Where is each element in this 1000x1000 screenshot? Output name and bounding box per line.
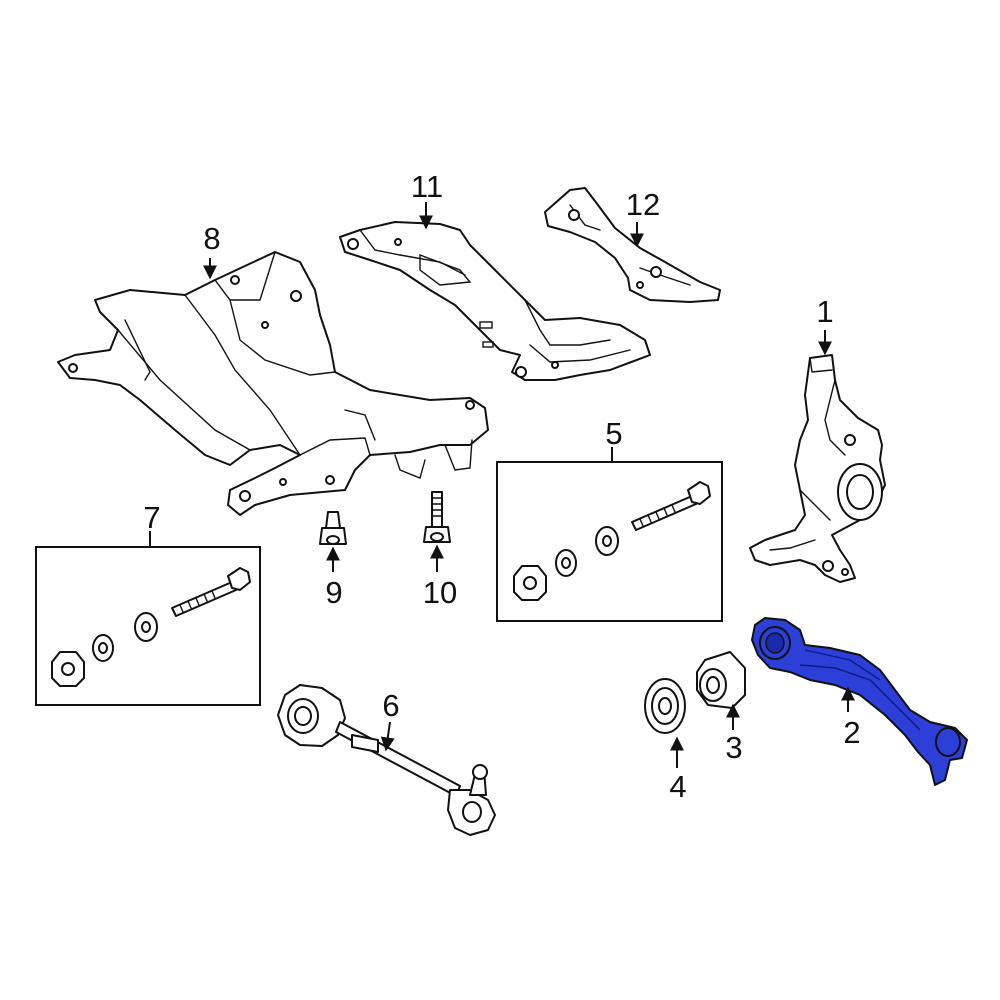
hardware-box-7: [35, 546, 261, 706]
callout-3: 3: [725, 730, 742, 765]
nut-5[interactable]: [513, 565, 547, 601]
steering-knuckle-part[interactable]: [749, 354, 886, 583]
leader-lines: [149, 202, 855, 768]
control-arm-part[interactable]: [751, 617, 968, 786]
callout-2: 2: [843, 715, 860, 750]
callout-1: 1: [816, 294, 833, 329]
callout-4: 4: [669, 769, 686, 804]
bolt-7[interactable]: [171, 567, 251, 617]
callout-9: 9: [325, 575, 342, 610]
bushing-washer-part[interactable]: [644, 678, 686, 734]
nut-7[interactable]: [51, 651, 85, 687]
shield-plate-part[interactable]: [339, 221, 651, 381]
callout-7: 7: [143, 500, 160, 535]
callout-10: 10: [423, 575, 457, 610]
crossmember-part[interactable]: [57, 251, 489, 516]
bushing-part[interactable]: [696, 651, 746, 709]
callout-6: 6: [382, 688, 399, 723]
callout-8: 8: [203, 221, 220, 256]
callout-12: 12: [626, 187, 660, 222]
washer-7b[interactable]: [92, 634, 114, 662]
callout-11: 11: [411, 169, 443, 204]
bolt-10[interactable]: [423, 491, 451, 543]
callout-5: 5: [605, 416, 622, 451]
hardware-box-5: [496, 461, 723, 622]
washer-7a[interactable]: [134, 612, 158, 642]
washer-5b[interactable]: [555, 549, 577, 577]
bolt-5[interactable]: [631, 481, 711, 531]
washer-5a[interactable]: [595, 526, 619, 556]
control-rod-part[interactable]: [277, 684, 496, 836]
bolt-9[interactable]: [319, 511, 347, 545]
